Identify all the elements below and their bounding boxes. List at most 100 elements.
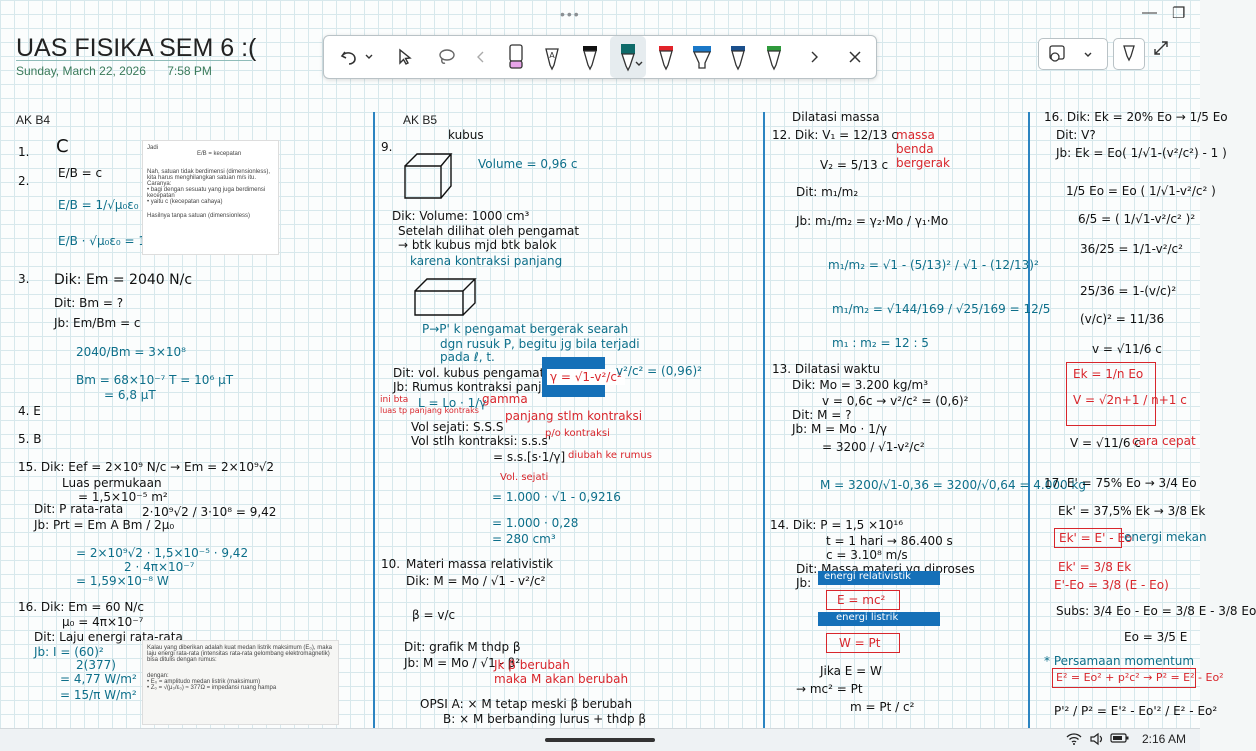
ink-text: M = 3200/√1-0,36 = 3200/√0,64 = 4.000 kg <box>820 478 1086 492</box>
ink-text: → mc² = Pt <box>796 682 863 696</box>
ink-text: pada ℓ, t. <box>440 350 495 364</box>
scroll-right-icon[interactable] <box>806 36 822 78</box>
close-toolbar-button[interactable] <box>842 36 868 78</box>
ink-formula: E² = Eo² + p²c² → P² = E² - Eo² <box>1056 671 1224 684</box>
select-tool[interactable] <box>390 36 420 78</box>
window-drag-dots[interactable]: ••• <box>560 6 581 22</box>
svg-text:A: A <box>549 51 555 60</box>
ref-text: • bagi dengan sesuatu yang juga berdimen… <box>147 187 266 199</box>
ink-q10: 10. <box>381 557 401 571</box>
clock[interactable]: 2:16 AM <box>1142 732 1187 746</box>
ink-text: E'-Eo = 3/8 (E - Eo) <box>1054 578 1169 592</box>
formula-box: E = mc² <box>826 590 900 610</box>
ink-text: Dik: Em = 2040 N/c <box>54 272 193 288</box>
pen-options-dropdown[interactable] <box>632 54 646 74</box>
page-view-icon <box>1049 45 1065 62</box>
ink-text: Ek' = 37,5% Ek → 3/8 Ek <box>1058 504 1206 518</box>
cube-drawing-icon <box>404 153 453 199</box>
wifi-icon[interactable] <box>1066 732 1082 746</box>
ink-text: = 1,5×10⁻⁵ m² <box>78 490 168 504</box>
ink-text: = 1.000 · √1 - 0,9216 <box>492 490 621 504</box>
ink-formula: Ek = 1/n Eo <box>1073 367 1144 381</box>
ink-text: Setelah dilihat oleh pengamat <box>398 224 580 238</box>
scroll-left-icon[interactable] <box>474 36 488 78</box>
ink-text: B: × M berbanding lurus + thdp β <box>443 712 647 726</box>
ink-text: = 6,8 μT <box>104 388 156 402</box>
green-pen-tool[interactable] <box>758 36 790 78</box>
ink-text: v = √11/6 c <box>1092 342 1162 356</box>
blue-highlighter-tool[interactable] <box>686 36 718 78</box>
ink-text: 2 · 4π×10⁻⁷ <box>124 560 195 574</box>
ink-q17: 17. E' = 75% Eo → 3/4 Eo <box>1044 476 1197 490</box>
ink-q5: 5. B <box>18 432 42 446</box>
ink-formula: W = Pt <box>839 636 881 650</box>
text-pen-tool[interactable]: A <box>536 36 568 78</box>
expand-icon <box>1154 41 1168 55</box>
view-mode-button[interactable] <box>1038 38 1108 70</box>
ref-text: Nah, satuan tidak berdimensi (dimensionl… <box>147 169 271 181</box>
ink-text: Bm = 68×10⁻⁷ T = 10⁶ μT <box>76 373 234 387</box>
note-time: 7:58 PM <box>167 64 212 78</box>
ink-text: = s.s.[s·1/γ] <box>493 450 566 464</box>
ink-text: Dit: M = ? <box>792 408 852 422</box>
minimize-button[interactable]: — <box>1142 4 1157 21</box>
ink-text: m₁/m₂ = √1 - (5/13)² / √1 - (12/13)² <box>828 258 1039 272</box>
formula-box: E² = Eo² + p²c² → P² = E² - Eo² <box>1052 668 1224 688</box>
section-label-ak-b4: AK B4 <box>16 113 51 127</box>
ink-q12: 12. Dik: V₁ = 12/13 c <box>772 128 898 142</box>
ink-note: bergerak <box>896 156 950 170</box>
reference-screenshot: Jadi E/B = kecepatan Nah, satuan tidak b… <box>142 140 279 255</box>
ink-text: t = 1 hari → 86.400 s <box>826 534 953 548</box>
undo-icon <box>340 51 356 65</box>
page-title[interactable]: UAS FISIKA SEM 6 :( <box>16 34 257 62</box>
ref-text: dengan: <box>147 673 169 679</box>
ink-text: m₁/m₂ = √144/169 / √25/169 = 12/5 <box>832 302 1051 316</box>
ink-text: = 1.000 · 0,28 <box>492 516 579 530</box>
lasso-tool[interactable] <box>432 36 462 78</box>
eraser-tool[interactable] <box>500 36 532 78</box>
ink-answer-1: C <box>56 136 69 157</box>
blue-highlighter-icon <box>692 46 712 69</box>
ink-text: L = Lo · 1/γ <box>418 396 487 410</box>
ink-note: maka M akan berubah <box>494 672 629 686</box>
formula-box: Ek = 1/n Eo V = √2n+1 / n+1 c <box>1066 362 1187 426</box>
home-handle[interactable] <box>545 738 655 742</box>
undo-dropdown[interactable] <box>362 36 376 78</box>
ink-q2: 2. <box>18 174 30 188</box>
note-datetime: Sunday, March 22, 2026 7:58 PM <box>16 64 230 78</box>
ink-q1: 1. <box>18 145 30 159</box>
black-pen-tool[interactable] <box>574 36 606 78</box>
ink-q13: 13. Dilatasi waktu <box>772 362 881 376</box>
ink-text: 25/36 = 1-(v/c)² <box>1080 284 1177 298</box>
ink-q9: 9. <box>381 140 393 154</box>
ink-text: Materi massa relativistik <box>406 557 554 571</box>
lasso-icon <box>439 49 455 64</box>
ink-q14: 14. Dik: P = 1,5 ×10¹⁶ <box>770 518 904 532</box>
undo-button[interactable] <box>332 36 366 78</box>
red-pen-tool[interactable] <box>650 36 682 78</box>
ink-q16: 16. Dik: Ek = 20% Eo → 1/5 Eo <box>1044 110 1228 124</box>
ink-text: Subs: 3/4 Eo - Eo = 3/8 E - 3/8 Eo <box>1056 604 1256 618</box>
ink-text: Jb: Em/Bm = c <box>54 316 141 330</box>
ink-text: Luas permukaan <box>62 476 162 490</box>
ink-text: Dit: vol. kubus pengamat <box>393 366 545 380</box>
note-canvas[interactable]: ••• — ❐ UAS FISIKA SEM 6 :( Sunday, Marc… <box>0 0 1256 728</box>
ink-q3: 3. <box>18 272 30 286</box>
ref-text: E/B = kecepatan <box>197 151 242 157</box>
ink-text: Dit: V? <box>1056 128 1096 142</box>
ink-text: Jb: Rumus kontraksi panjang <box>393 380 565 394</box>
ink-text: Dik: Volume: 1000 cm³ <box>392 209 530 223</box>
speaker-icon[interactable] <box>1089 732 1105 746</box>
expand-button[interactable] <box>1153 40 1169 61</box>
column-divider <box>763 112 765 728</box>
battery-icon[interactable] <box>1110 732 1130 744</box>
ink-text: m₁ : m₂ = 12 : 5 <box>832 336 929 350</box>
teal-pen-tool[interactable] <box>610 36 646 78</box>
maximize-button[interactable]: ❐ <box>1172 5 1186 22</box>
ink-text: m = Pt / c² <box>850 700 915 714</box>
pin-toolbar-button[interactable] <box>1113 38 1145 70</box>
navy-pen-tool[interactable] <box>722 36 754 78</box>
ink-text: Vol stlh kontraksi: s.s.s' <box>411 434 552 448</box>
column-divider <box>373 112 375 728</box>
pen-pin-icon <box>1123 45 1135 62</box>
